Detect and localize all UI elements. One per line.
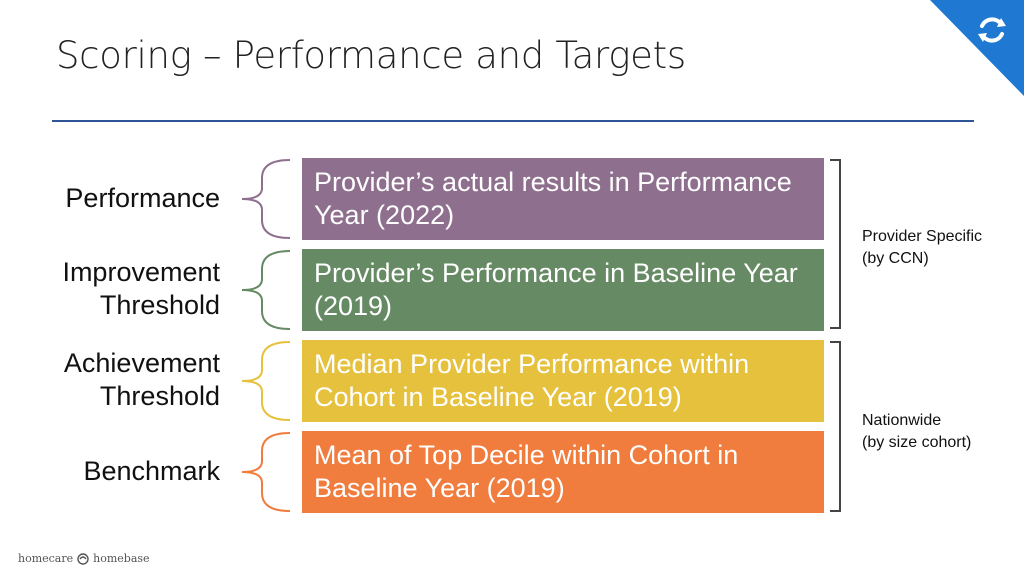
footer-logo: homecare homebase — [18, 552, 150, 565]
box-benchmark: Mean of Top Decile within Cohort in Base… — [302, 431, 824, 513]
bracket-provider-specific — [830, 159, 841, 329]
row-label-achievement-threshold: Achievement Threshold — [63, 348, 220, 411]
box-performance: Provider’s actual results in Performance… — [302, 158, 824, 240]
row-label-benchmark: Benchmark — [83, 456, 220, 486]
box-improvement-threshold: Provider’s Performance in Baseline Year … — [302, 249, 824, 331]
note-nationwide-line2: (by size cohort) — [862, 434, 972, 451]
note-provider-specific: Provider Specific (by CCN) — [862, 226, 982, 270]
brace-improvement-threshold — [241, 250, 291, 330]
bracket-nationwide — [830, 341, 841, 512]
brace-benchmark — [241, 432, 291, 512]
logo-swirl-icon — [77, 552, 89, 565]
note-nationwide: Nationwide (by size cohort) — [862, 410, 971, 454]
box-achievement-threshold: Median Provider Performance within Cohor… — [302, 340, 824, 422]
footer-brand-right: homebase — [93, 552, 150, 565]
page-title: Scoring – Performance and Targets — [56, 34, 686, 77]
note-provider-specific-line2: (by CCN) — [862, 250, 929, 267]
brace-achievement-threshold — [241, 341, 291, 421]
row-label-performance: Performance — [65, 183, 220, 213]
footer-brand-left: homecare — [18, 552, 74, 565]
corner-refresh-icon — [930, 0, 1024, 96]
title-divider — [52, 120, 974, 122]
row-label-improvement-threshold: Improvement Threshold — [62, 257, 220, 320]
note-provider-specific-line1: Provider Specific — [862, 228, 983, 245]
note-nationwide-line1: Nationwide — [862, 412, 942, 429]
brace-performance — [241, 159, 291, 239]
